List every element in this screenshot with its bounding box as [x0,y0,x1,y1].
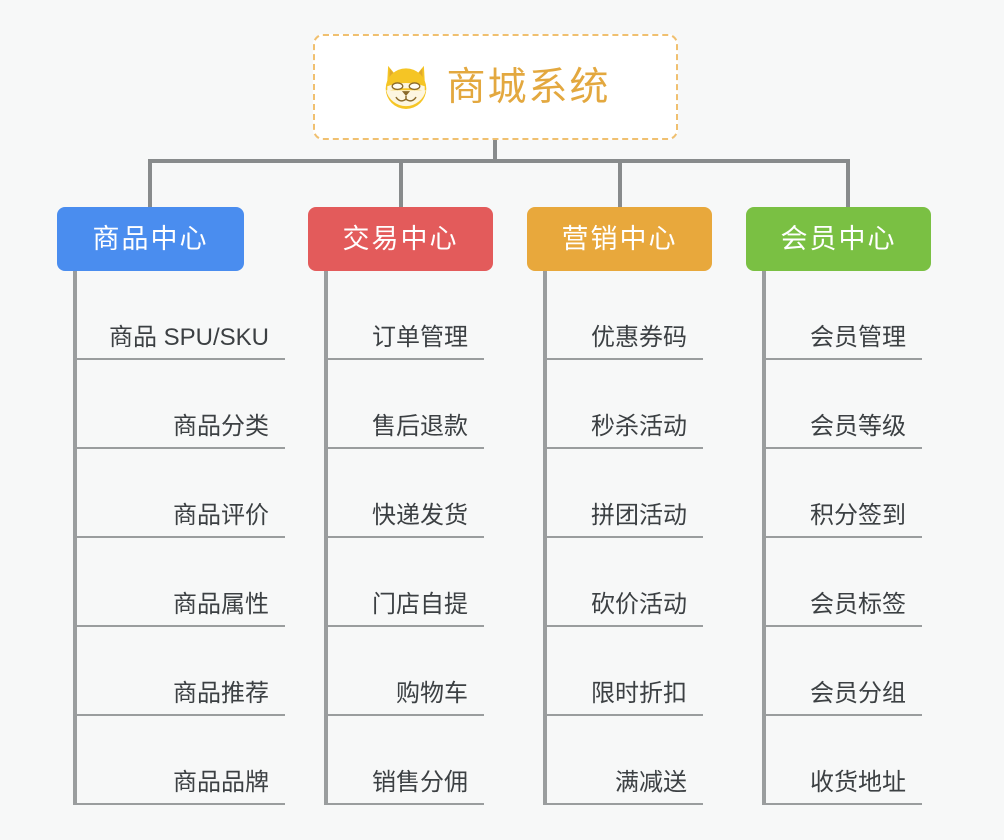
leaf-item-label: 商品品牌 [173,769,269,796]
connector-drop-4 [846,159,850,209]
leaf-item[interactable]: 商品属性 [77,538,285,627]
leaf-list-trade-center: 订单管理售后退款快递发货门店自提购物车销售分佣 [324,271,484,805]
category-header-label: 交易中心 [342,223,459,254]
category-header-member-center[interactable]: 会员中心 [746,207,931,271]
leaf-item[interactable]: 商品品牌 [77,716,285,805]
leaf-item[interactable]: 购物车 [328,627,484,716]
connector-drop-1 [148,159,152,209]
leaf-item-label: 会员标签 [810,591,906,618]
leaf-item-label: 满减送 [615,769,687,796]
column-trade-center: 交易中心订单管理售后退款快递发货门店自提购物车销售分佣 [308,207,493,805]
leaf-item-label: 销售分佣 [372,769,468,796]
leaf-item-label: 快递发货 [372,502,468,529]
leaf-item-label: 门店自提 [372,591,468,618]
leaf-item-label: 积分签到 [810,502,906,529]
leaf-item[interactable]: 商品 SPU/SKU [77,271,285,360]
category-header-product-center[interactable]: 商品中心 [57,207,244,271]
leaf-item[interactable]: 砍价活动 [547,538,703,627]
leaf-item[interactable]: 会员分组 [766,627,922,716]
leaf-item[interactable]: 快递发货 [328,449,484,538]
column-marketing-center: 营销中心优惠券码秒杀活动拼团活动砍价活动限时折扣满减送 [527,207,712,805]
leaf-item-label: 商品 SPU/SKU [108,324,269,351]
leaf-item[interactable]: 会员管理 [766,271,922,360]
leaf-item-label: 商品评价 [173,502,269,529]
category-header-trade-center[interactable]: 交易中心 [308,207,493,271]
category-header-marketing-center[interactable]: 营销中心 [527,207,712,271]
leaf-list-marketing-center: 优惠券码秒杀活动拼团活动砍价活动限时折扣满减送 [543,271,703,805]
category-header-label: 会员中心 [780,223,897,254]
leaf-item-label: 会员分组 [810,680,906,707]
leaf-item[interactable]: 会员等级 [766,360,922,449]
leaf-item-label: 商品推荐 [173,680,269,707]
connector-stem [493,140,497,163]
leaf-list-product-center: 商品 SPU/SKU 商品分类商品评价商品属性商品推荐商品品牌 [73,271,285,805]
leaf-item-label: 订单管理 [372,324,468,351]
connector-drop-3 [618,159,622,209]
category-header-label: 商品中心 [92,223,209,254]
leaf-item[interactable]: 门店自提 [328,538,484,627]
leaf-item[interactable]: 满减送 [547,716,703,805]
leaf-item-label: 购物车 [396,680,468,707]
root-node[interactable]: 商城系统 [313,34,678,140]
connector-drop-2 [399,159,403,209]
leaf-item-label: 秒杀活动 [591,413,687,440]
leaf-item-label: 会员管理 [810,324,906,351]
leaf-item-label: 售后退款 [372,413,468,440]
leaf-item[interactable]: 商品分类 [77,360,285,449]
root-title: 商城系统 [446,65,611,109]
leaf-item[interactable]: 商品推荐 [77,627,285,716]
column-product-center: 商品中心商品 SPU/SKU 商品分类商品评价商品属性商品推荐商品品牌 [57,207,285,805]
leaf-item[interactable]: 订单管理 [328,271,484,360]
leaf-item-label: 收货地址 [810,769,906,796]
leaf-item[interactable]: 优惠券码 [547,271,703,360]
leaf-item-label: 商品分类 [173,413,269,440]
leaf-item-label: 优惠券码 [591,324,687,351]
leaf-item[interactable]: 销售分佣 [328,716,484,805]
leaf-list-member-center: 会员管理会员等级积分签到会员标签会员分组收货地址 [762,271,922,805]
category-header-label: 营销中心 [561,223,678,254]
leaf-item[interactable]: 会员标签 [766,538,922,627]
leaf-item-label: 商品属性 [173,591,269,618]
shiba-dog-face-icon [386,65,427,109]
leaf-item[interactable]: 秒杀活动 [547,360,703,449]
leaf-item-label: 会员等级 [810,413,906,440]
leaf-item[interactable]: 限时折扣 [547,627,703,716]
column-member-center: 会员中心会员管理会员等级积分签到会员标签会员分组收货地址 [746,207,931,805]
leaf-item-label: 拼团活动 [591,502,687,529]
leaf-item[interactable]: 收货地址 [766,716,922,805]
leaf-item[interactable]: 商品评价 [77,449,285,538]
leaf-item[interactable]: 售后退款 [328,360,484,449]
connector-bus [148,159,850,163]
leaf-item-label: 砍价活动 [591,591,687,618]
leaf-item[interactable]: 拼团活动 [547,449,703,538]
leaf-item-label: 限时折扣 [591,680,687,707]
leaf-item[interactable]: 积分签到 [766,449,922,538]
